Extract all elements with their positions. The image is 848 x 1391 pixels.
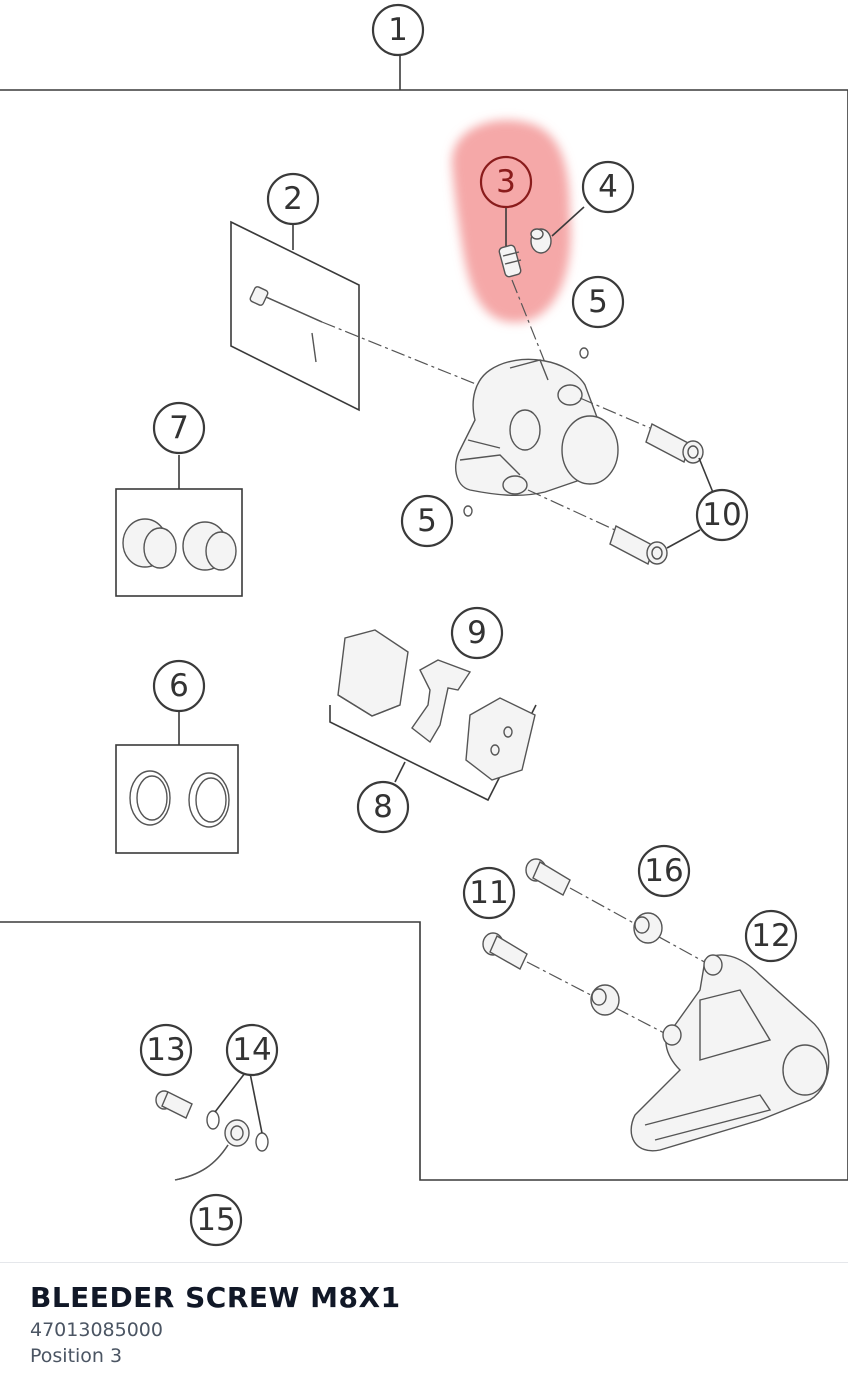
callout-5-bottom[interactable]: 5 bbox=[400, 494, 454, 548]
svg-text:13: 13 bbox=[146, 1032, 185, 1068]
svg-text:2: 2 bbox=[283, 181, 303, 217]
caliper-pin-bolt bbox=[249, 286, 323, 363]
bleeder-cap bbox=[530, 228, 552, 254]
pad-spring bbox=[411, 659, 472, 744]
callout-6[interactable]: 6 bbox=[152, 659, 206, 713]
svg-text:15: 15 bbox=[196, 1202, 235, 1238]
group-box-seals bbox=[115, 744, 239, 854]
part-position: Position 3 bbox=[30, 1345, 123, 1367]
svg-text:11: 11 bbox=[469, 875, 508, 911]
callout-16[interactable]: 16 bbox=[637, 844, 691, 898]
seal-ring-pair bbox=[129, 770, 230, 828]
svg-text:10: 10 bbox=[702, 497, 741, 533]
slide-pin-bottom bbox=[609, 524, 668, 566]
callout-5-top[interactable]: 5 bbox=[571, 275, 625, 329]
bushing-top bbox=[633, 912, 663, 944]
svg-text:3: 3 bbox=[496, 164, 516, 200]
svg-text:1: 1 bbox=[388, 12, 408, 48]
svg-text:7: 7 bbox=[169, 410, 189, 446]
callout-14[interactable]: 14 bbox=[225, 1023, 279, 1077]
sealing-washer-right bbox=[255, 1132, 269, 1152]
o-ring-small-top bbox=[579, 347, 589, 359]
bleeder-screw bbox=[498, 244, 522, 278]
callout-12[interactable]: 12 bbox=[744, 909, 798, 963]
callout-2[interactable]: 2 bbox=[266, 172, 320, 226]
callout-8[interactable]: 8 bbox=[356, 780, 410, 834]
brake-hose bbox=[174, 1119, 250, 1181]
callout-9[interactable]: 9 bbox=[450, 606, 504, 660]
svg-text:16: 16 bbox=[644, 853, 683, 889]
callout-7[interactable]: 7 bbox=[152, 401, 206, 455]
svg-text:14: 14 bbox=[232, 1032, 271, 1068]
svg-text:5: 5 bbox=[417, 503, 437, 539]
svg-text:4: 4 bbox=[598, 169, 618, 205]
svg-text:6: 6 bbox=[169, 668, 189, 704]
bracket-bolt-top bbox=[525, 858, 571, 896]
callout-3[interactable]: 3 bbox=[479, 155, 533, 209]
bracket-bolt-bottom bbox=[482, 932, 528, 970]
callout-13[interactable]: 13 bbox=[139, 1023, 193, 1077]
part-name: BLEEDER SCREW M8X1 bbox=[30, 1281, 401, 1314]
brake-caliper bbox=[454, 358, 619, 496]
brake-pad-right bbox=[465, 697, 536, 781]
callout-10[interactable]: 10 bbox=[695, 488, 749, 542]
callout-11[interactable]: 11 bbox=[462, 866, 516, 920]
svg-text:8: 8 bbox=[373, 789, 393, 825]
sealing-washer-left bbox=[206, 1110, 220, 1130]
svg-text:5: 5 bbox=[588, 284, 608, 320]
slide-pin-top bbox=[645, 422, 704, 464]
o-ring-small-bottom bbox=[463, 505, 473, 517]
piston-pair bbox=[122, 518, 237, 571]
selection-highlight bbox=[451, 120, 571, 323]
part-detail-panel: BLEEDER SCREW M8X1 47013085000 Position … bbox=[0, 1262, 848, 1391]
bushing-bottom bbox=[590, 984, 620, 1016]
exploded-parts-diagram: 1 2 3 4 5 5 7 10 9 6 8 16 11 12 13 14 15 bbox=[0, 3, 848, 1247]
brake-pad-left bbox=[337, 629, 409, 717]
callout-15[interactable]: 15 bbox=[189, 1193, 243, 1247]
caliper-bracket bbox=[630, 954, 830, 1152]
part-number: 47013085000 bbox=[30, 1319, 163, 1341]
svg-text:12: 12 bbox=[751, 918, 790, 954]
callout-1[interactable]: 1 bbox=[371, 3, 425, 57]
svg-text:9: 9 bbox=[467, 615, 487, 651]
assembly-frame bbox=[0, 89, 848, 1181]
group-box-bolt-kit bbox=[230, 220, 360, 412]
banjo-bolt bbox=[155, 1090, 193, 1119]
callout-4[interactable]: 4 bbox=[581, 160, 635, 214]
